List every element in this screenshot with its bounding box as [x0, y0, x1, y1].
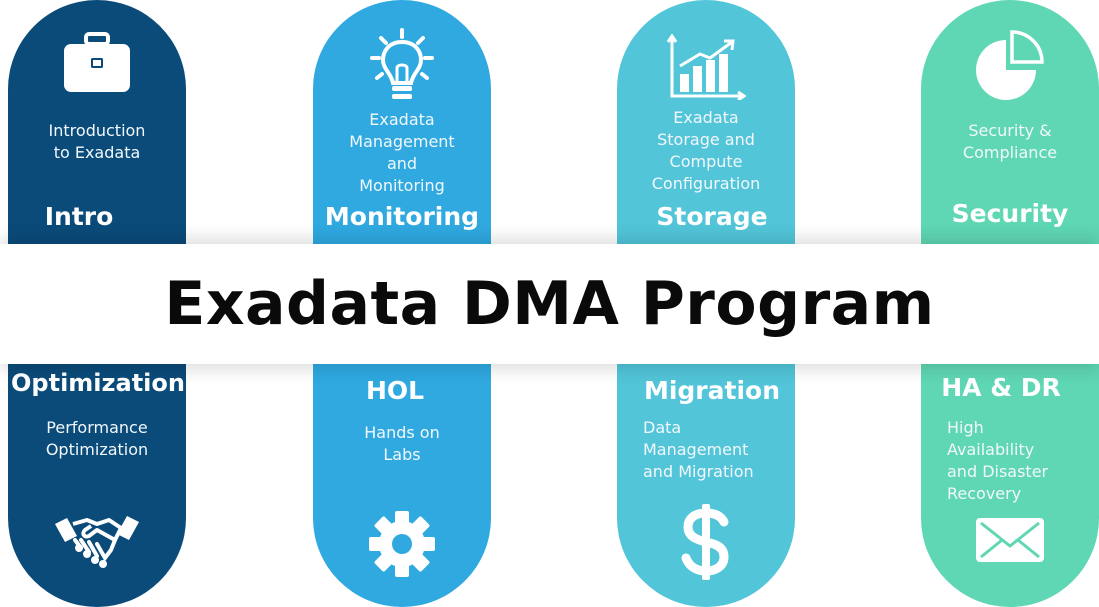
card-hol: HOL Hands on Labs [313, 364, 491, 607]
card-storage-label: Storage [656, 202, 768, 231]
card-optimization-description: Performance Optimization [8, 417, 186, 461]
card-storage-description: Exadata Storage and Compute Configuratio… [617, 107, 795, 195]
title-band: Exadata DMA Program [0, 244, 1099, 364]
briefcase-icon [8, 32, 186, 98]
lightbulb-icon [313, 28, 491, 108]
desc-line: Optimization [45, 440, 149, 459]
card-monitoring: Exadata Management and Monitoring Monito… [313, 0, 491, 244]
desc-line: and Disaster [947, 462, 1049, 481]
desc-line: Labs [383, 445, 421, 464]
card-optimization-label: Optimization [11, 369, 185, 397]
card-hol-label: HOL [365, 376, 425, 405]
handshake-icon [8, 510, 186, 576]
card-migration: Migration Data Management and Migration [617, 364, 795, 607]
pie-chart-icon [921, 30, 1099, 106]
desc-line: Monitoring [359, 176, 445, 195]
desc-line: Compliance [962, 143, 1058, 162]
desc-line: Compute [669, 152, 743, 171]
card-intro-description: Introduction to Exadata [8, 120, 186, 164]
card-ha-dr: HA & DR High Availability and Disaster R… [921, 364, 1099, 607]
desc-line: Management [643, 440, 749, 459]
desc-line: Configuration [651, 174, 761, 193]
card-hol-description: Hands on Labs [313, 422, 491, 466]
desc-line: and [386, 154, 418, 173]
desc-line: and Migration [643, 462, 754, 481]
card-ha-dr-label: HA & DR [941, 373, 1061, 402]
desc-line: Introduction [48, 121, 146, 140]
card-intro: Introduction to Exadata Intro [8, 0, 186, 244]
bar-chart-icon [617, 34, 795, 104]
desc-line: Hands on [364, 423, 440, 442]
desc-line: to Exadata [53, 143, 141, 162]
card-security-label: Security [951, 199, 1069, 228]
gear-icon [313, 509, 491, 583]
card-optimization: Optimization Performance Optimization [8, 364, 186, 607]
card-storage: Exadata Storage and Compute Configuratio… [617, 0, 795, 244]
card-security: Security & Compliance Security [921, 0, 1099, 244]
card-intro-label: Intro [44, 202, 114, 231]
desc-line: Exadata [673, 108, 739, 127]
desc-line: Storage and [657, 130, 755, 149]
desc-line: High [947, 418, 984, 437]
card-security-description: Security & Compliance [921, 120, 1099, 164]
envelope-icon [921, 516, 1099, 568]
card-migration-description: Data Management and Migration [617, 417, 795, 483]
desc-line: Recovery [947, 484, 1022, 503]
desc-line: Availability [947, 440, 1035, 459]
card-monitoring-description: Exadata Management and Monitoring [313, 109, 491, 197]
card-monitoring-label: Monitoring [324, 202, 480, 231]
desc-line: Management [349, 132, 455, 151]
dollar-icon [617, 502, 795, 586]
desc-line: Exadata [369, 110, 435, 129]
desc-line: Security & [968, 121, 1052, 140]
desc-line: Data [643, 418, 682, 437]
card-migration-label: Migration [643, 376, 781, 405]
program-title: Exadata DMA Program [164, 269, 935, 339]
card-ha-dr-description: High Availability and Disaster Recovery [921, 417, 1099, 505]
desc-line: Performance [46, 418, 148, 437]
